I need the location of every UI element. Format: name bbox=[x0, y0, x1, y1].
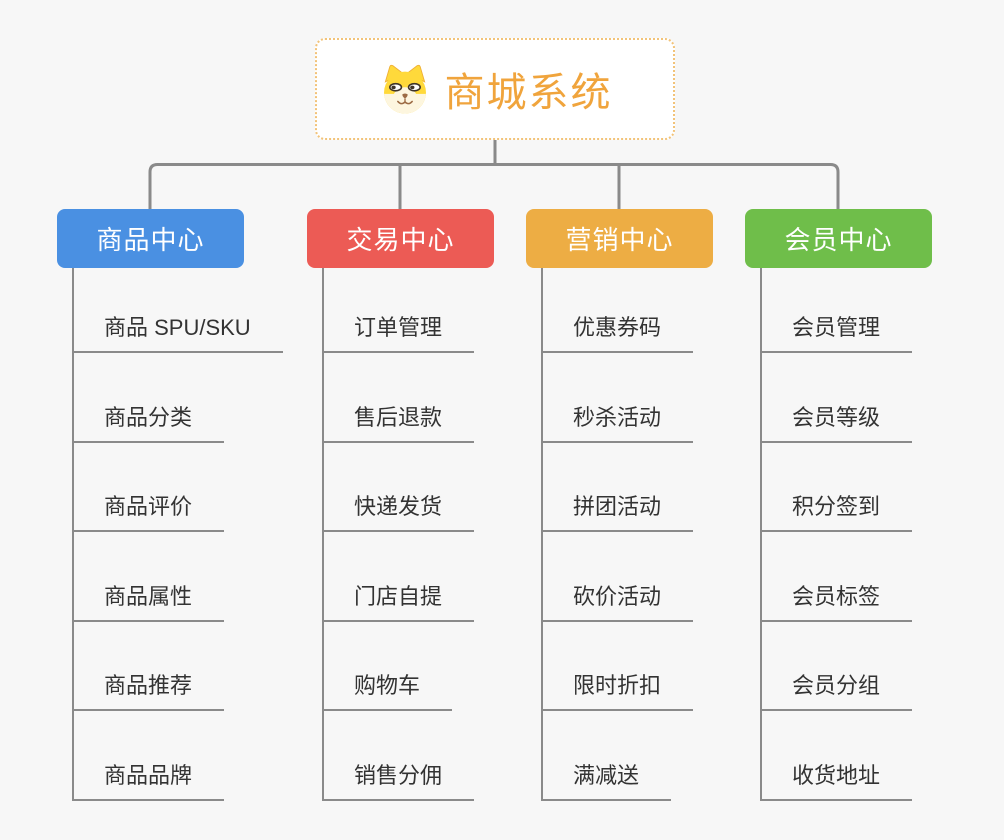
leaf-node-label[interactable]: 会员分组 bbox=[760, 668, 913, 712]
leaf-node-label[interactable]: 商品评价 bbox=[72, 489, 225, 533]
branch-node-trade-center[interactable]: 交易中心 bbox=[307, 209, 494, 268]
leaf-node-label[interactable]: 商品属性 bbox=[72, 579, 225, 622]
leaf-node-label[interactable]: 购物车 bbox=[322, 668, 453, 712]
leaf-node-label[interactable]: 售后退款 bbox=[322, 400, 475, 443]
branch-marketing-center: 营销中心 优惠券码 秒杀活动 拼团活动 砍价活动 限时折扣 满减送 bbox=[526, 209, 713, 801]
leaf-node: 商品分类 bbox=[72, 353, 283, 443]
leaf-node-label[interactable]: 限时折扣 bbox=[541, 668, 694, 712]
branch-leaves: 订单管理 售后退款 快递发货 门店自提 购物车 销售分佣 bbox=[322, 268, 475, 801]
leaf-node-label[interactable]: 商品推荐 bbox=[72, 668, 225, 712]
leaf-node-label[interactable]: 积分签到 bbox=[760, 489, 913, 533]
leaf-node: 门店自提 bbox=[322, 532, 475, 622]
leaf-node-label[interactable]: 订单管理 bbox=[322, 310, 475, 353]
branch-node-product-center[interactable]: 商品中心 bbox=[57, 209, 244, 268]
branch-product-center: 商品中心 商品 SPU/SKU 商品分类 商品评价 商品属性 商品推荐 商品品牌 bbox=[57, 209, 283, 801]
leaf-node: 快递发货 bbox=[322, 443, 475, 533]
leaf-node-label[interactable]: 销售分佣 bbox=[322, 758, 475, 801]
leaf-node: 销售分佣 bbox=[322, 711, 475, 801]
leaf-node: 会员分组 bbox=[760, 622, 913, 712]
leaf-node: 秒杀活动 bbox=[541, 353, 694, 443]
leaf-node: 满减送 bbox=[541, 711, 693, 801]
branch-trade-center: 交易中心 订单管理 售后退款 快递发货 门店自提 购物车 销售分佣 bbox=[307, 209, 494, 801]
leaf-node-label[interactable]: 会员标签 bbox=[760, 579, 913, 622]
leaf-node: 收货地址 bbox=[760, 711, 913, 801]
leaf-node: 购物车 bbox=[322, 622, 474, 712]
leaf-node-label[interactable]: 优惠券码 bbox=[541, 310, 694, 353]
branch-leaves: 会员管理 会员等级 积分签到 会员标签 会员分组 收货地址 bbox=[760, 268, 913, 801]
leaf-node-label[interactable]: 会员管理 bbox=[760, 310, 913, 353]
leaf-node-label[interactable]: 门店自提 bbox=[322, 579, 475, 622]
branch-member-center: 会员中心 会员管理 会员等级 积分签到 会员标签 会员分组 收货地址 bbox=[745, 209, 932, 801]
branch-trunk-line bbox=[72, 268, 74, 801]
leaf-node-label[interactable]: 砍价活动 bbox=[541, 579, 694, 622]
leaf-node-label[interactable]: 商品品牌 bbox=[72, 758, 225, 801]
leaf-node-label[interactable]: 商品分类 bbox=[72, 400, 225, 443]
leaf-node: 商品属性 bbox=[72, 532, 283, 622]
leaf-node: 砍价活动 bbox=[541, 532, 694, 622]
leaf-node-label[interactable]: 收货地址 bbox=[760, 758, 913, 801]
leaf-node: 会员等级 bbox=[760, 353, 913, 443]
branch-leaves: 优惠券码 秒杀活动 拼团活动 砍价活动 限时折扣 满减送 bbox=[541, 268, 694, 801]
leaf-node: 订单管理 bbox=[322, 268, 475, 353]
leaf-node: 商品评价 bbox=[72, 443, 283, 533]
leaf-node: 会员管理 bbox=[760, 268, 913, 353]
branch-trunk-line bbox=[322, 268, 324, 801]
branch-rail-line bbox=[148, 163, 840, 209]
branch-node-member-center[interactable]: 会员中心 bbox=[745, 209, 932, 268]
leaf-node-label[interactable]: 秒杀活动 bbox=[541, 400, 694, 443]
leaf-node: 售后退款 bbox=[322, 353, 475, 443]
leaf-node: 会员标签 bbox=[760, 532, 913, 622]
leaf-node-label[interactable]: 商品 SPU/SKU bbox=[72, 310, 283, 353]
leaf-node: 商品推荐 bbox=[72, 622, 283, 712]
branch-node-marketing-center[interactable]: 营销中心 bbox=[526, 209, 713, 268]
leaf-node: 积分签到 bbox=[760, 443, 913, 533]
leaf-node: 拼团活动 bbox=[541, 443, 694, 533]
branch-trunk-line bbox=[541, 268, 543, 801]
leaf-node-label[interactable]: 会员等级 bbox=[760, 400, 913, 443]
leaf-node: 限时折扣 bbox=[541, 622, 694, 712]
root-node-title: 商城系统 bbox=[444, 71, 613, 115]
root-node-mall-system[interactable]: 商城系统 bbox=[315, 38, 675, 140]
branch-leaves: 商品 SPU/SKU 商品分类 商品评价 商品属性 商品推荐 商品品牌 bbox=[72, 268, 283, 801]
branch-trunk-line bbox=[760, 268, 762, 801]
leaf-node: 优惠券码 bbox=[541, 268, 694, 353]
leaf-node: 商品品牌 bbox=[72, 711, 283, 801]
leaf-node-label[interactable]: 快递发货 bbox=[322, 489, 475, 533]
leaf-node: 商品 SPU/SKU bbox=[72, 268, 283, 353]
leaf-node-label[interactable]: 满减送 bbox=[541, 758, 672, 801]
dog-icon bbox=[383, 64, 426, 114]
leaf-node-label[interactable]: 拼团活动 bbox=[541, 489, 694, 533]
